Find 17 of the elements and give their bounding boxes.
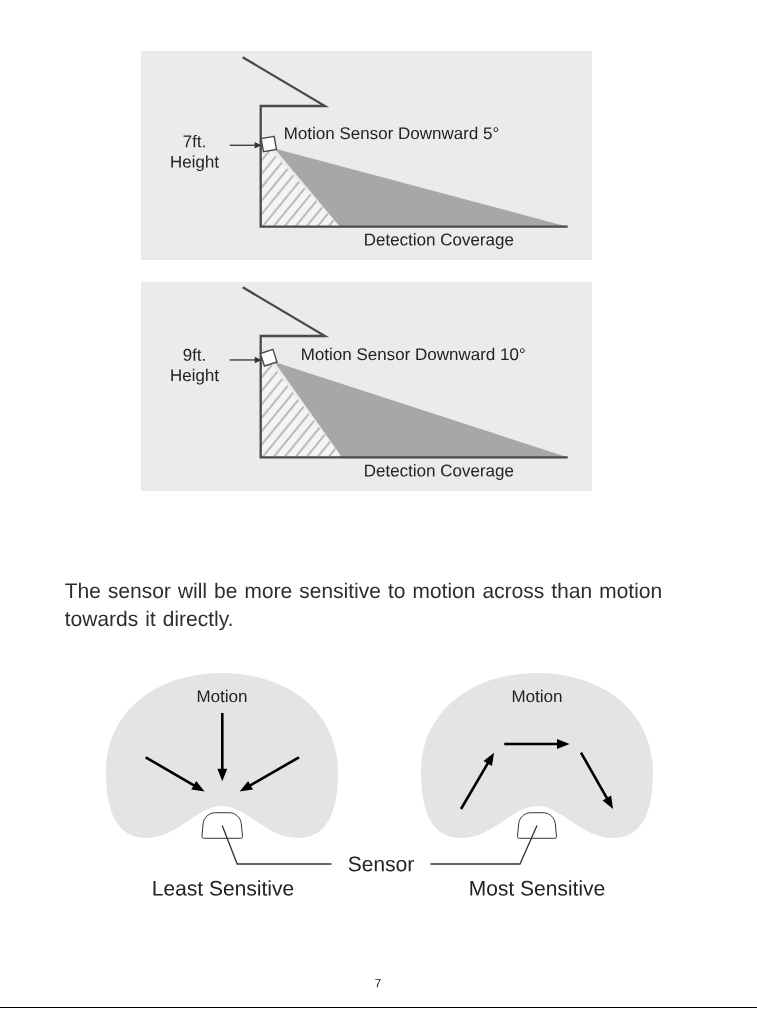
motion-zone: Motion [421,673,653,838]
sensor-label: Motion Sensor Downward 5° [285,126,499,140]
callout-label: Sensor [348,856,414,872]
sensor-housing [517,812,557,839]
height-label: 9ft. Height [171,348,219,385]
motion-zone: Motion [106,673,338,838]
sensor-label: Motion Sensor Downward 10° [302,347,525,361]
coverage-label: Detection Coverage [365,464,514,480]
leader-line [221,824,333,865]
height-label: 7ft. Height [171,134,219,172]
page-number: 7 [375,978,381,988]
sensitivity-label: Most Sensitive [470,880,605,896]
body-text: The sensor will be more sensitive to motion across than motion towards it directly. [65,582,661,631]
sensor-housing [201,812,243,839]
sensitivity-label: Least Sensitive [153,880,294,896]
coverage-label: Detection Coverage [365,233,514,249]
leader-line [429,824,538,865]
